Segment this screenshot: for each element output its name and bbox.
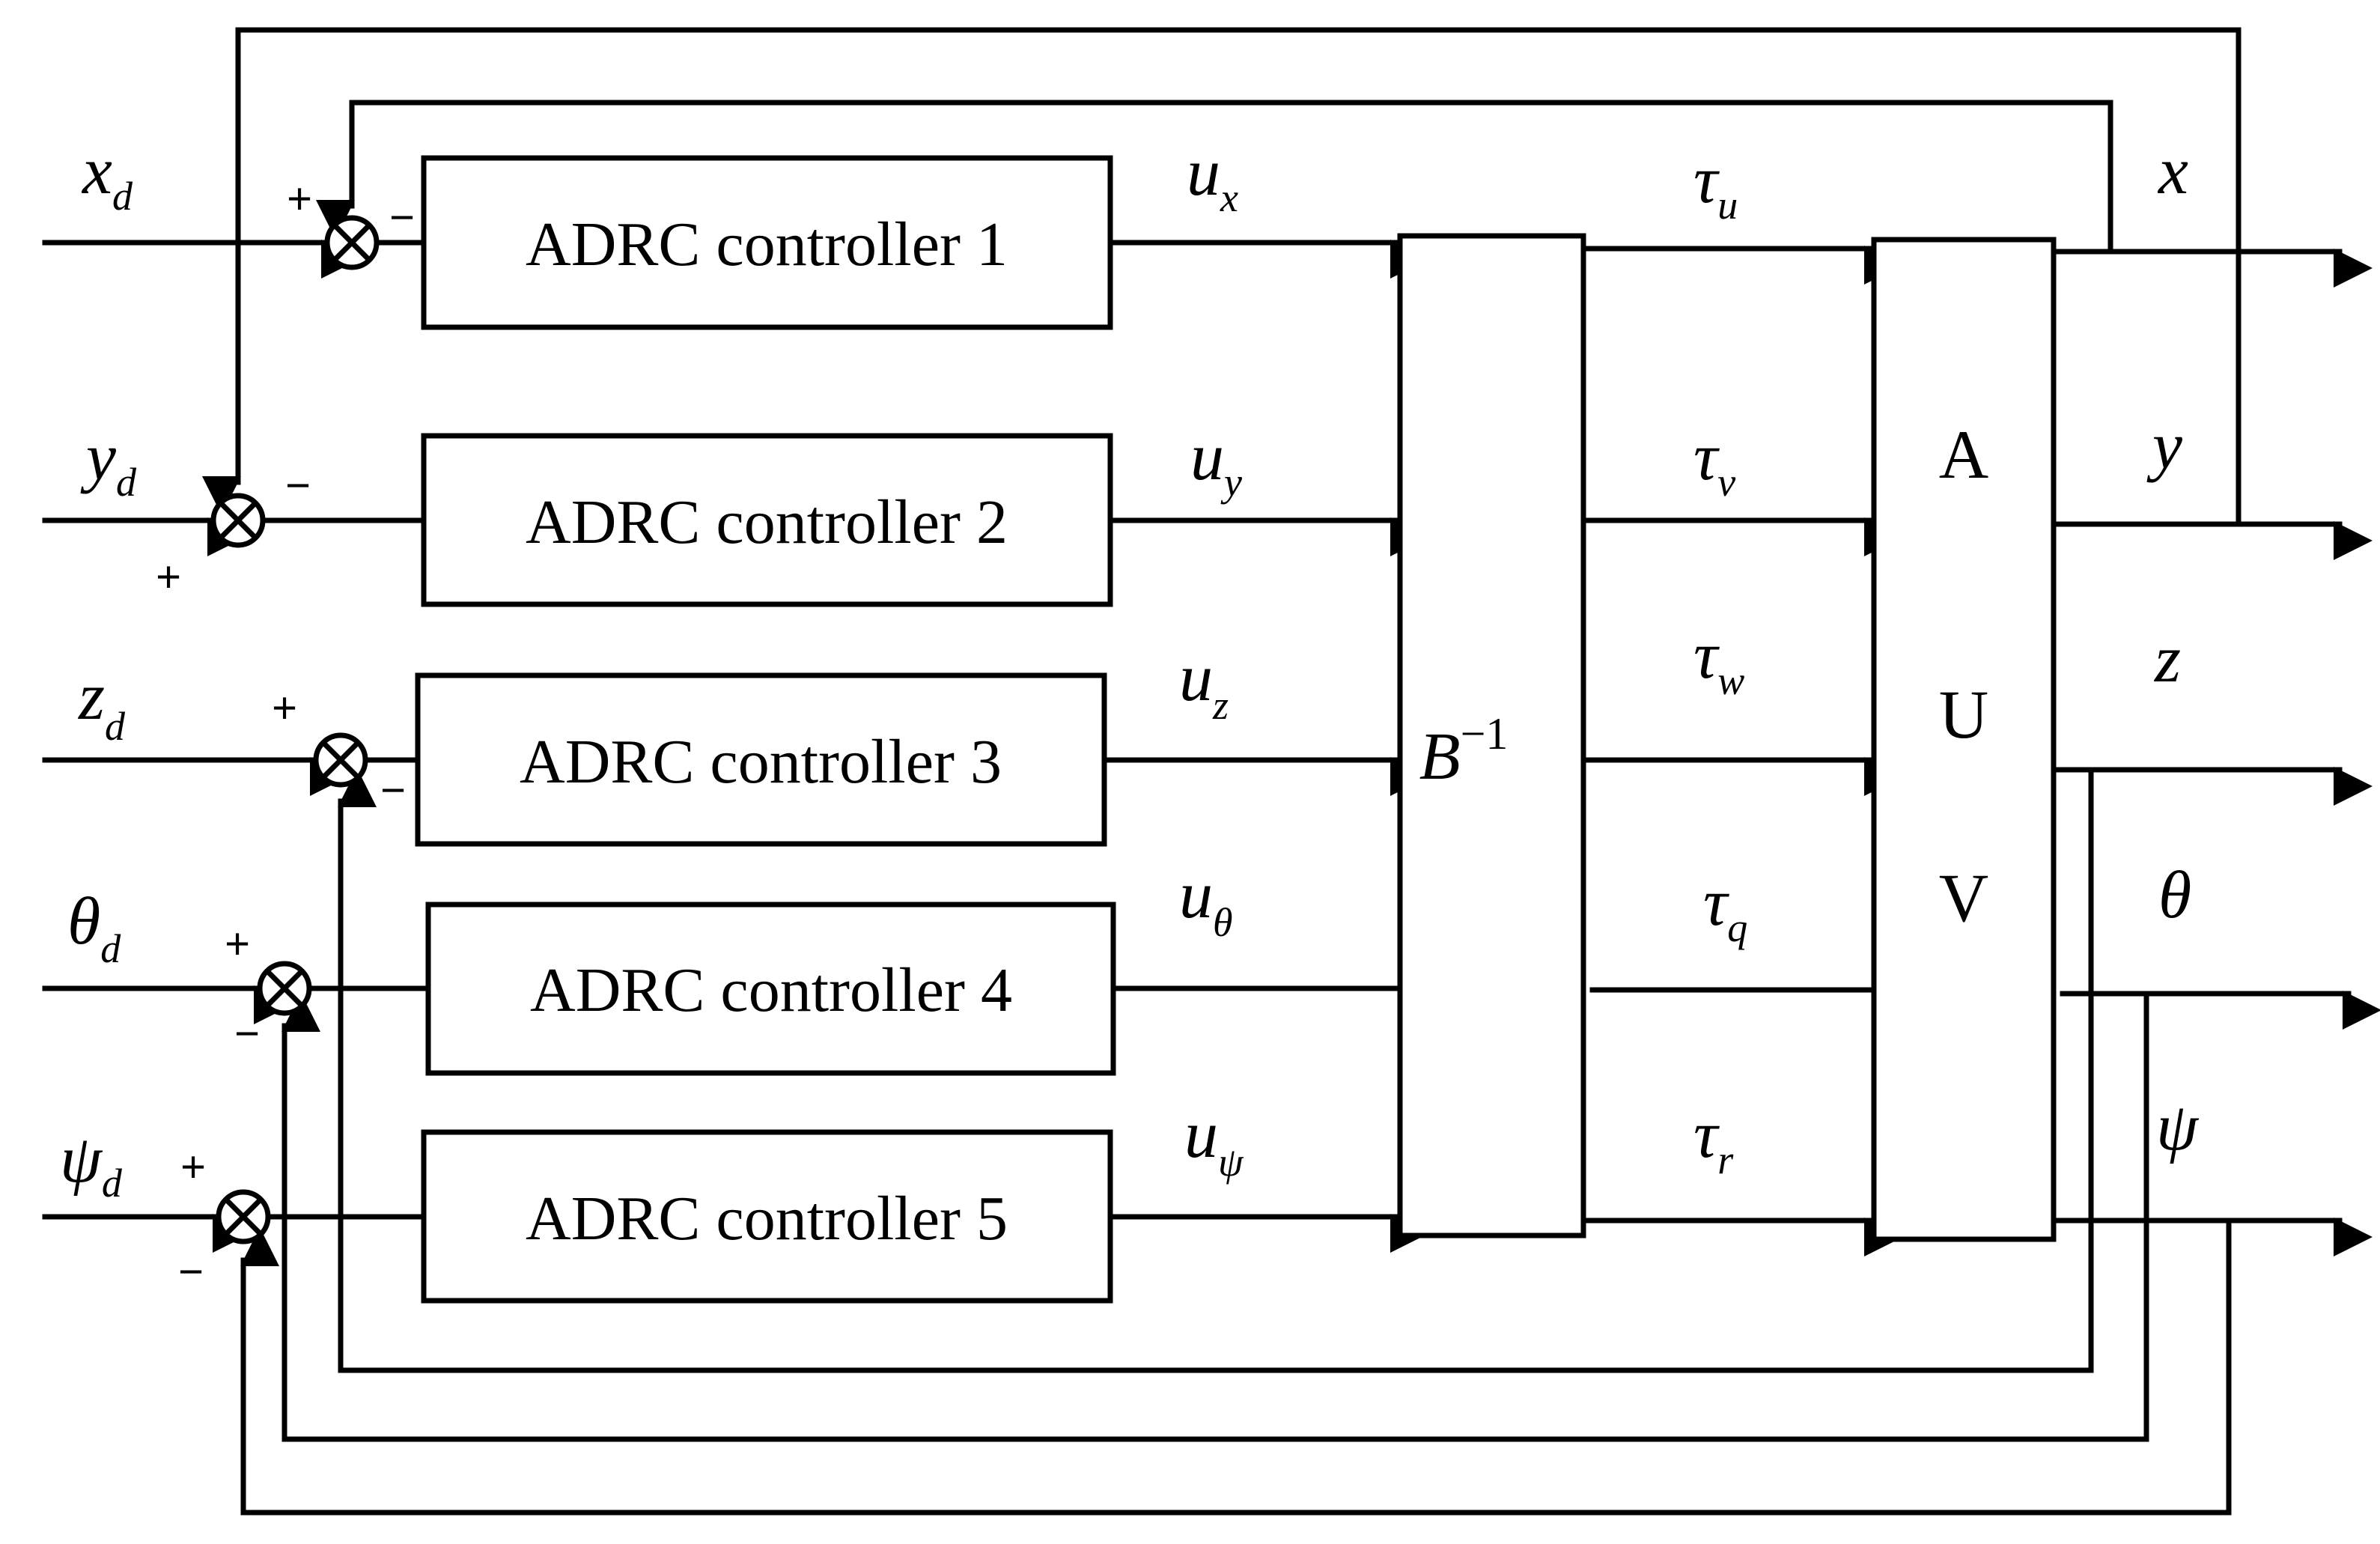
summing-junction-3 [313, 732, 368, 788]
sum3-minus-sign: − [380, 766, 406, 815]
b-inverse-block: B−1 [1397, 233, 1586, 1238]
sum1-minus-sign: − [389, 193, 415, 242]
sum2-plus-sign: + [156, 553, 181, 601]
sum4-minus-sign: − [234, 1009, 260, 1058]
tau-v-label: τv [1693, 420, 1735, 505]
sum1-plus-sign: + [287, 174, 312, 223]
uz-label: uz [1179, 641, 1229, 728]
sum2-minus-sign: − [285, 461, 311, 510]
summing-junction-2 [210, 493, 266, 548]
controller-3-block: ADRC controller 3 [415, 672, 1107, 847]
sum3-plus-sign: + [272, 684, 297, 732]
controller-1-label: ADRC controller 1 [526, 210, 1008, 279]
feedback-theta-wire [281, 991, 2149, 1442]
upsi-label: uψ [1184, 1098, 1244, 1185]
feedback-x-wire [316, 100, 2113, 255]
b-inverse-exponent: −1 [1461, 709, 1509, 759]
auv-letter-v: V [1939, 860, 1988, 936]
sum5-minus-sign: − [178, 1247, 204, 1296]
controller-4-block: ADRC controller 4 [425, 902, 1116, 1076]
summing-junction-4 [257, 961, 312, 1016]
output-y-label: y [2146, 409, 2182, 483]
output-x-label: x [2157, 134, 2188, 208]
sum4-plus-sign: + [225, 920, 250, 968]
tau-w-label: τw [1693, 618, 1744, 703]
input-theta-label: θd [67, 884, 121, 971]
output-z-label: z [2153, 622, 2181, 696]
output-theta-label: θ [2158, 858, 2191, 932]
controller-1-block: ADRC controller 1 [421, 155, 1113, 330]
controller-2-block: ADRC controller 2 [421, 433, 1113, 607]
feedback-z-wire [338, 767, 2094, 1373]
controller-5-block: ADRC controller 5 [421, 1129, 1113, 1304]
auv-letter-u: U [1939, 676, 1988, 753]
summing-junction-1 [324, 215, 380, 270]
feedback-y-wire [202, 27, 2241, 527]
controller-4-label: ADRC controller 4 [530, 955, 1012, 1025]
sum5-plus-sign: + [180, 1143, 206, 1191]
input-z-label: zd [77, 660, 126, 749]
input-x-label: xd [81, 134, 133, 219]
ux-label: ux [1187, 136, 1238, 220]
b-inverse-label: B−1 [1419, 709, 1509, 794]
output-psi-label: ψ [2156, 1090, 2200, 1164]
tau-r-label: τr [1693, 1098, 1734, 1182]
auv-plant-block: A U V [1871, 237, 2057, 1242]
controller-2-label: ADRC controller 2 [526, 487, 1008, 557]
auv-letter-a: A [1939, 416, 1988, 493]
feedback-psi-wire [240, 1218, 2232, 1516]
tau-u-label: τu [1693, 143, 1738, 228]
summing-junction-5 [216, 1189, 271, 1244]
uy-label: uy [1190, 420, 1242, 505]
controller-5-label: ADRC controller 5 [526, 1184, 1008, 1253]
tau-q-label: τq [1703, 866, 1747, 950]
input-psi-label: ψd [60, 1122, 123, 1206]
utheta-label: uθ [1179, 858, 1233, 945]
controller-3-label: ADRC controller 3 [520, 727, 1002, 797]
input-y-label: yd [80, 420, 137, 505]
